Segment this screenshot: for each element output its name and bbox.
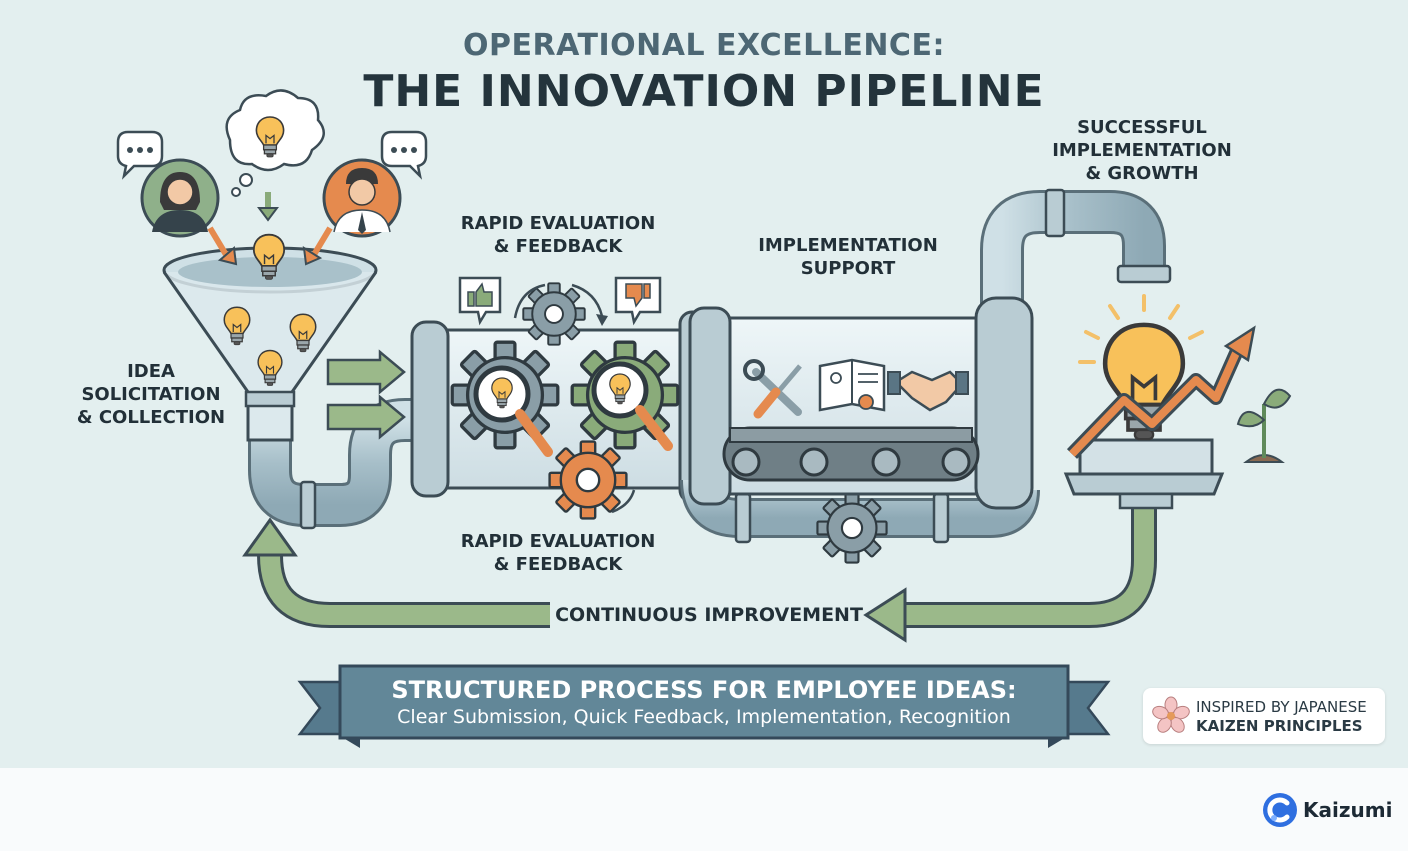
screwdriver-icon	[753, 364, 802, 419]
label-line: & GROWTH	[1085, 163, 1199, 184]
label-line: RAPID EVALUATION	[460, 213, 656, 234]
stage-label-evaluation-top: RAPID EVALUATION & FEEDBACK	[448, 212, 668, 258]
label-line: IMPLEMENTATION	[758, 235, 938, 256]
sprout-icon	[1236, 388, 1292, 463]
thumbs-down-icon	[614, 276, 662, 326]
label-line: SUCCESSFUL	[1077, 117, 1207, 138]
banner-headline: STRUCTURED PROCESS FOR EMPLOYEE IDEAS:	[391, 676, 1017, 704]
kaizumi-logo-icon	[1263, 793, 1297, 827]
success-platform	[1063, 438, 1225, 510]
speech-bubble-icon	[116, 130, 164, 180]
input-arrows	[326, 349, 406, 440]
glow-rays	[1078, 294, 1204, 364]
stage-label-collection: IDEA SOLICITATION & COLLECTION	[76, 360, 226, 429]
upper-pipe	[980, 188, 1172, 320]
label-line: & COLLECTION	[76, 407, 226, 428]
idea-input-arrows	[207, 192, 333, 266]
label-line: IDEA	[127, 361, 175, 382]
conveyor-belt-icon	[722, 426, 980, 482]
continuous-improvement-loop-arrow	[242, 505, 1157, 643]
brand-name: Kaizumi	[1303, 798, 1393, 822]
gear-icon	[548, 440, 628, 520]
kaizen-line-2: KAIZEN PRINCIPLES	[1196, 717, 1363, 735]
thumbs-up-icon	[458, 276, 502, 326]
speech-bubble-icon	[380, 130, 428, 180]
gear-icon	[816, 492, 888, 564]
person-avatar-icon	[322, 158, 402, 238]
label-line: & FEEDBACK	[493, 236, 623, 257]
label-line: SUPPORT	[800, 258, 896, 279]
label-line: SOLICITATION	[81, 384, 221, 405]
label-line: IMPLEMENTATION	[1052, 140, 1232, 161]
handshake-icon	[887, 370, 969, 412]
stage-label-success: SUCCESSFUL IMPLEMENTATION & GROWTH	[1042, 116, 1242, 185]
title-line-1: OPERATIONAL EXCELLENCE:	[463, 28, 945, 63]
growth-arrow-icon	[1066, 325, 1256, 459]
stage-label-evaluation-bottom: RAPID EVALUATION & FEEDBACK	[448, 530, 668, 576]
person-avatar-icon	[140, 158, 220, 238]
cherry-blossom-icon	[1152, 696, 1190, 733]
banner-subline: Clear Submission, Quick Feedback, Implem…	[397, 706, 1011, 728]
brand-logo[interactable]: Kaizumi	[1261, 790, 1393, 830]
stage-label-implementation: IMPLEMENTATION SUPPORT	[748, 234, 948, 280]
page-title: THE INNOVATION PIPELINE	[363, 66, 1045, 117]
label-line: RAPID EVALUATION	[460, 531, 656, 552]
banner-ribbon	[297, 664, 1111, 748]
footer-strip	[0, 768, 1408, 851]
gear-icon	[522, 282, 586, 346]
manual-book-icon	[818, 358, 886, 412]
label-line: & FEEDBACK	[493, 554, 623, 575]
kaizen-note: INSPIRED BY JAPANESE KAIZEN PRINCIPLES	[1143, 688, 1385, 744]
kaizen-line-1: INSPIRED BY JAPANESE	[1196, 698, 1367, 716]
loop-label: CONTINUOUS IMPROVEMENT	[555, 604, 863, 626]
